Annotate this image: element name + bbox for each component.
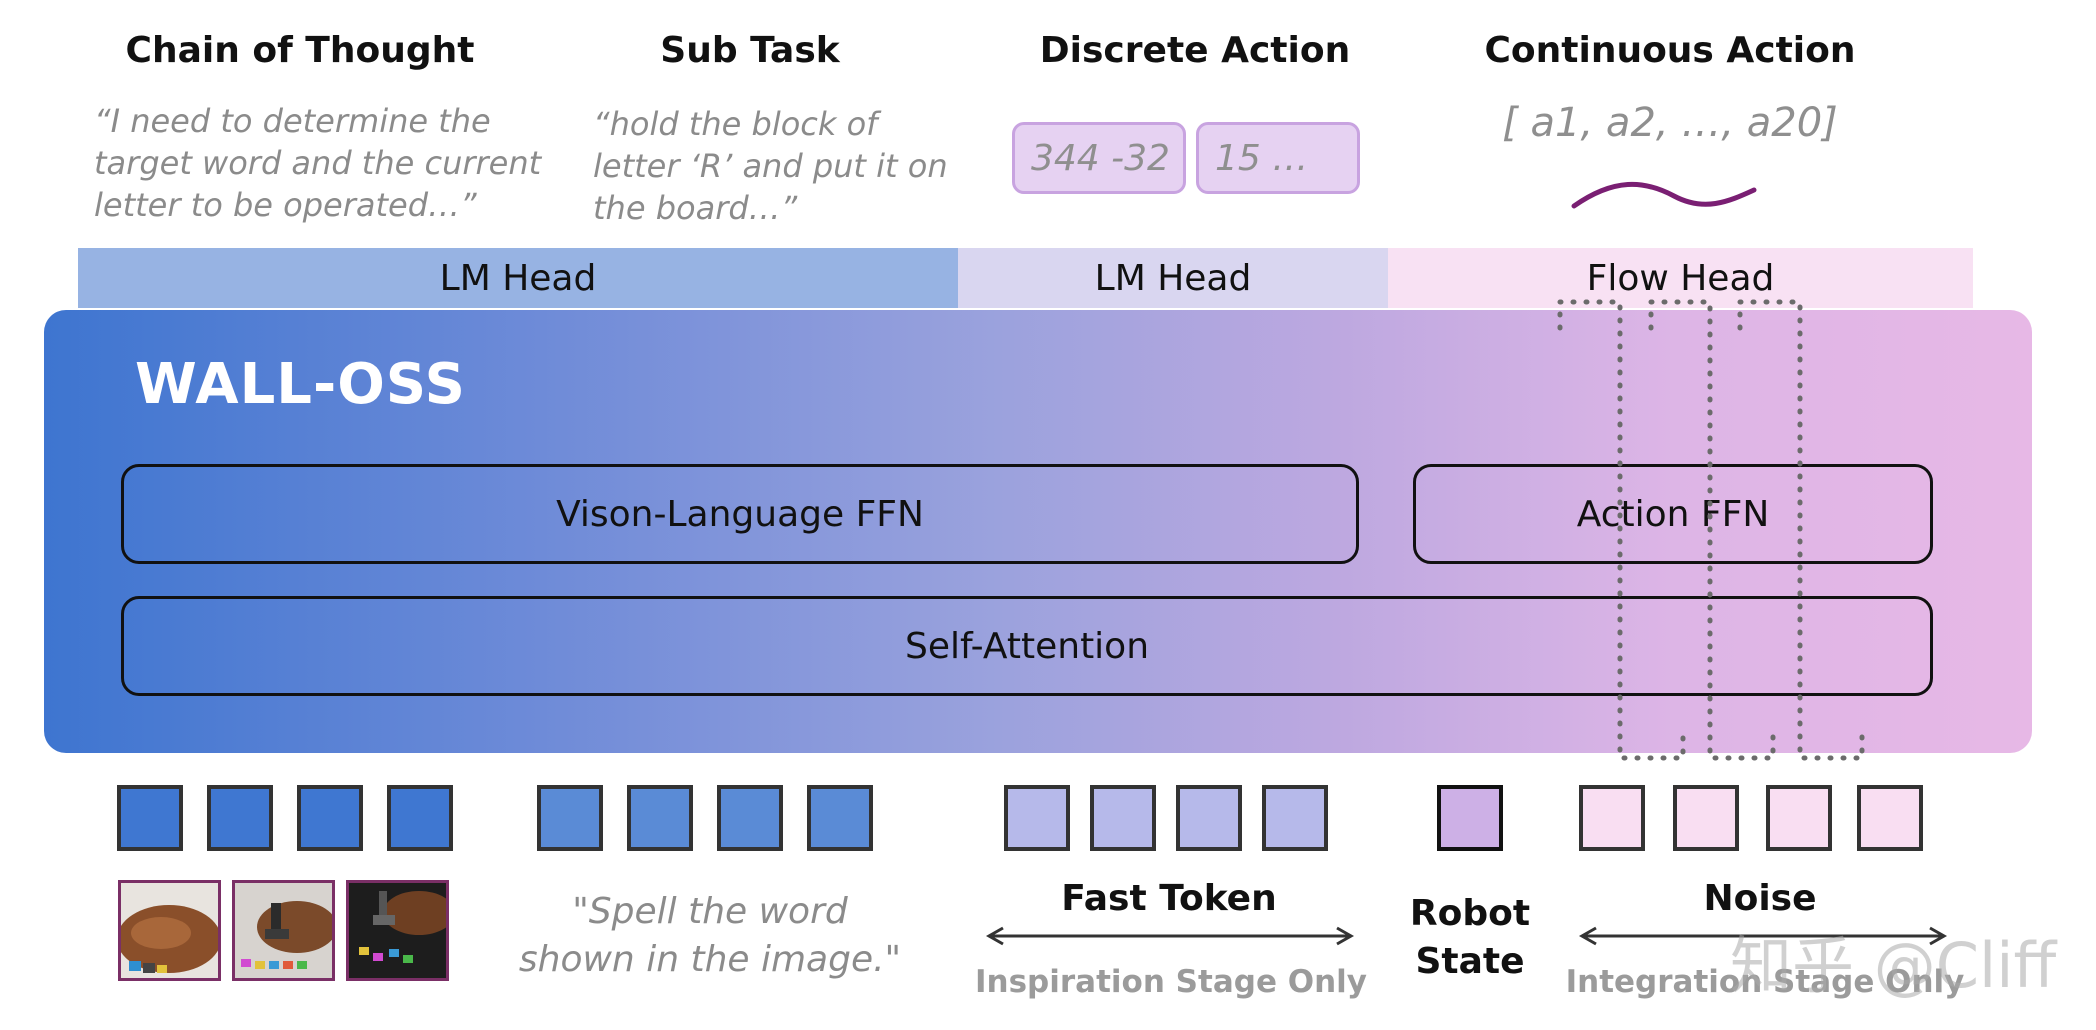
fast-token-label: Fast Token [1061,878,1277,919]
noise-range-arrow [1578,926,1948,946]
model-name: WALL-OSS [135,352,466,417]
flow-head-bar: Flow Head [1388,248,1973,308]
discrete-action-token: 15 … [1196,122,1360,194]
lm-head-bar: LM Head [78,248,958,308]
action-ffn-label: Action FFN [1576,493,1770,535]
image-thumbnail [346,880,455,981]
image-thumbnail [232,880,337,981]
fast-token [1176,785,1242,851]
noise-token [1579,785,1645,851]
sub-task-title: Sub Task [660,30,840,71]
continuous-action-text: [ a1, a2, …, a20] [1502,100,1838,146]
vision-token [297,785,363,851]
flow-head-label: Flow Head [1586,257,1775,299]
watermark: 知乎 @Cliff [1730,929,2057,1002]
self-attention-label: Self-Attention [904,625,1150,667]
wall-oss-block [44,310,2032,753]
fast-token-note: Inspiration Stage Only [975,964,1368,1000]
robot-state-label: Robot State [1409,893,1531,982]
text-token [627,785,693,851]
discrete-action-token: 344 -32 [1012,122,1186,194]
chain-of-thought-title: Chain of Thought [125,30,475,71]
noise-token [1857,785,1923,851]
image-thumbnail [117,880,221,981]
fast-token [1090,785,1156,851]
vision-language-ffn-label: Vison-Language FFN [556,493,924,535]
instruction-text: "Spell the word shown in the image." [518,891,902,980]
sub-task-text: “hold the block of letter ‘R’ and put it… [593,105,948,227]
noise-note: Integration Stage Only [1565,964,1965,1000]
vision-token [207,785,273,851]
action-ffn: Action FFN [1413,464,1933,564]
lm-head-label: LM Head [1094,257,1252,299]
action-wave [1571,181,1757,209]
text-token [537,785,603,851]
chain-of-thought-text: “I need to determine the target word and… [94,102,542,224]
lm-head-label: LM Head [439,257,597,299]
discrete-action-title: Discrete Action [1039,30,1351,71]
text-token [807,785,873,851]
vision-token [387,785,453,851]
vision-language-ffn: Vison-Language FFN [121,464,1359,564]
lm-head-bar-discrete: LM Head [958,248,1388,308]
continuous-action-title: Continuous Action [1484,30,1856,71]
noise-token [1673,785,1739,851]
fast-token [1262,785,1328,851]
text-token [717,785,783,851]
vision-token [117,785,183,851]
self-attention: Self-Attention [121,596,1933,696]
fast-token [1004,785,1070,851]
noise-label: Noise [1703,878,1817,919]
noise-token [1766,785,1832,851]
robot-state-token [1437,785,1503,851]
fast-token-range-arrow [985,926,1355,946]
